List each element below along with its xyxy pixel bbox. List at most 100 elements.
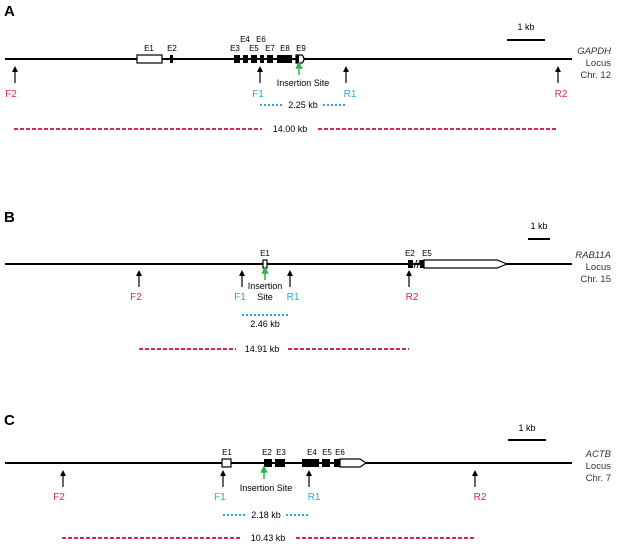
- exon-e2: [170, 55, 173, 63]
- panel-b: B 1 kb E1 E2 E5 Insertion Site F2 F1: [4, 209, 611, 354]
- gene-name: RAB11A: [575, 250, 611, 261]
- exons: [262, 259, 509, 269]
- scale-bar: 1 kb: [508, 423, 546, 441]
- primer-r2-label: R2: [474, 492, 487, 503]
- exon-e2: [408, 260, 413, 268]
- long-amplicon-size: 14.91 kb: [245, 344, 280, 354]
- exon-label-e6: E6: [335, 448, 345, 457]
- chromosome: Chr. 7: [586, 473, 611, 484]
- locus-word: Locus: [586, 461, 612, 472]
- insertion-site-label-line2: Site: [257, 292, 273, 302]
- exon-e1: [262, 259, 268, 269]
- exon-label-e5: E5: [422, 249, 432, 258]
- insertion-site-label: Insertion Site: [277, 78, 330, 88]
- exon-labels: E1 E2 E3 E4 E5 E6: [222, 448, 345, 457]
- insertion-site-label-line1: Insertion: [248, 281, 283, 291]
- exon-e4: [243, 55, 248, 63]
- locus-label: ACTB Locus Chr. 7: [585, 449, 612, 484]
- short-amplicon: 2.25 kb: [260, 100, 346, 110]
- exon-e6-coding: [334, 459, 340, 467]
- primer-r1-label: R1: [287, 292, 300, 303]
- primer-f2-label: F2: [5, 89, 17, 100]
- exon-e2: [264, 459, 272, 467]
- panel-c: C 1 kb E1 E2 E3 E4 E5 E6 Insertion Site: [4, 412, 612, 543]
- short-amplicon-size: 2.25 kb: [288, 100, 318, 110]
- locus-word: Locus: [586, 262, 612, 273]
- exon-labels: E1 E2 E5: [260, 249, 432, 258]
- primer-r1-label: R1: [308, 492, 321, 503]
- long-amplicon: 14.91 kb: [139, 344, 409, 354]
- intron-break-icon: [413, 259, 421, 269]
- exons: [136, 54, 305, 64]
- chromosome: Chr. 15: [580, 274, 611, 285]
- exon-e3: [234, 55, 240, 63]
- exon-e1: [221, 458, 232, 468]
- primer-f1-label: F1: [214, 492, 226, 503]
- exon-e5: [251, 55, 257, 63]
- exon-label-e9: E9: [296, 44, 306, 53]
- primers: F2 F1 R1 R2: [5, 66, 568, 100]
- long-amplicon-size: 14.00 kb: [273, 124, 308, 134]
- short-amplicon: 2.18 kb: [223, 510, 309, 520]
- exon-label-e5: E5: [322, 448, 332, 457]
- primer-r2-label: R2: [406, 292, 419, 303]
- primers: F2 F1 R1 R2: [130, 270, 419, 303]
- short-amplicon: 2.46 kb: [242, 314, 290, 329]
- exon-e5: [322, 459, 330, 467]
- exon-label-e3: E3: [230, 44, 240, 53]
- exon-e9-coding: [296, 55, 299, 63]
- primer-f2-label: F2: [130, 292, 142, 303]
- exon-label-e4: E4: [240, 35, 250, 44]
- primer-f1-label: F1: [252, 89, 264, 100]
- exon-e6: [260, 55, 264, 63]
- primers: F2 F1 R1 R2: [53, 470, 487, 503]
- primer-f2-label: F2: [53, 492, 65, 503]
- exon-e3: [275, 459, 285, 467]
- gene-name: ACTB: [585, 449, 612, 460]
- panel-letter: C: [4, 412, 15, 429]
- exon-e1: [136, 54, 163, 64]
- scale-bar-label: 1 kb: [517, 22, 534, 32]
- primer-r1-label: R1: [344, 89, 357, 100]
- exon-label-e3: E3: [276, 448, 286, 457]
- exon-label-e5: E5: [249, 44, 259, 53]
- scale-bar-label: 1 kb: [518, 423, 535, 433]
- locus-word: Locus: [586, 58, 612, 69]
- exon-e8: [277, 55, 292, 63]
- long-amplicon: 14.00 kb: [14, 124, 558, 134]
- primer-r2-label: R2: [555, 89, 568, 100]
- exon-labels: E1 E2 E3 E4 E5 E6 E7 E8 E9: [144, 35, 306, 53]
- exon-label-e2: E2: [262, 448, 272, 457]
- exon-label-e1: E1: [144, 44, 154, 53]
- long-amplicon-size: 10.43 kb: [251, 533, 286, 543]
- exon-label-e2: E2: [167, 44, 177, 53]
- scale-bar: 1 kb: [528, 221, 550, 240]
- exon-e5: [423, 259, 509, 269]
- gene-name: GAPDH: [577, 46, 611, 57]
- chromosome: Chr. 12: [580, 70, 611, 81]
- long-amplicon: 10.43 kb: [62, 533, 475, 543]
- exon-label-e7: E7: [265, 44, 275, 53]
- exon-e4: [302, 459, 319, 467]
- exon-e7: [267, 55, 273, 63]
- insertion-site-label: Insertion Site: [240, 483, 293, 493]
- exon-label-e6: E6: [256, 35, 266, 44]
- exons: [221, 458, 368, 468]
- exon-label-e2: E2: [405, 249, 415, 258]
- panel-letter: A: [4, 3, 15, 20]
- short-amplicon-size: 2.18 kb: [251, 510, 281, 520]
- exon-label-e4: E4: [307, 448, 317, 457]
- exon-e5-coding: [420, 260, 424, 268]
- exon-label-e1: E1: [222, 448, 232, 457]
- locus-label: RAB11A Locus Chr. 15: [575, 250, 611, 285]
- short-amplicon-size: 2.46 kb: [250, 319, 280, 329]
- scale-bar-label: 1 kb: [530, 221, 547, 231]
- locus-label: GAPDH Locus Chr. 12: [577, 46, 611, 81]
- scale-bar: 1 kb: [507, 22, 545, 41]
- exon-e6: [339, 458, 368, 468]
- panel-a: A 1 kb E1 E2 E3 E4 E5 E6 E7 E8: [4, 3, 611, 134]
- panel-letter: B: [4, 209, 15, 226]
- primer-f1-label: F1: [234, 292, 246, 303]
- exon-label-e1: E1: [260, 249, 270, 258]
